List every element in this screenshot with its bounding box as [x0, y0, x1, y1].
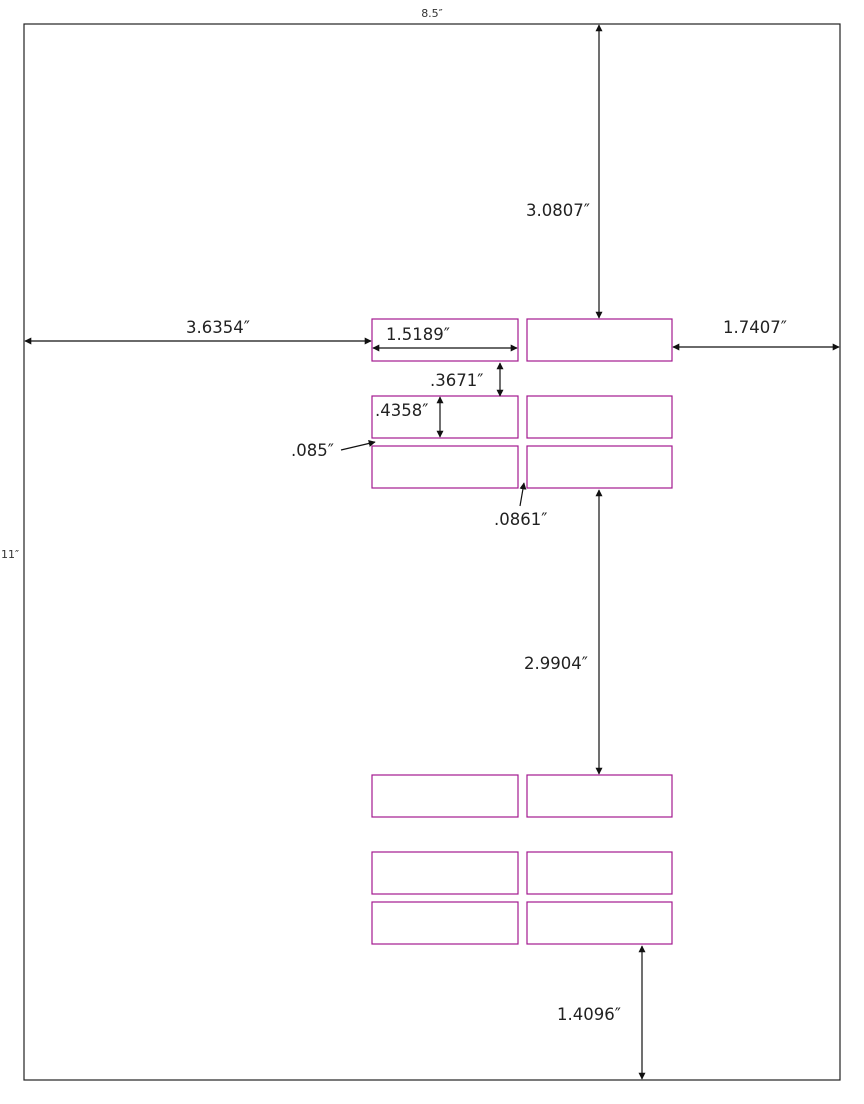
label-r6-c2 — [526, 901, 673, 945]
label-r3-c2 — [526, 445, 673, 489]
label-r1-c2 — [526, 318, 673, 362]
row-gap-label: .3671″ — [430, 371, 483, 390]
top-margin-label: 3.0807″ — [526, 201, 590, 220]
column-gap-arrow — [519, 482, 527, 507]
label-r1-c1 — [371, 318, 519, 362]
sheet-outline — [23, 23, 841, 1081]
label-r4-c1 — [371, 774, 519, 818]
left-margin-label: 3.6354″ — [186, 318, 250, 337]
sheet-height-label: 11″ — [1, 548, 19, 561]
label-width-label: 1.5189″ — [386, 325, 450, 344]
label-height-label: .4358″ — [375, 401, 428, 420]
right-margin-label: 1.7407″ — [723, 318, 787, 337]
label-r5-c1 — [371, 851, 519, 895]
label-r2-c1 — [371, 395, 519, 439]
label-r5-c2 — [526, 851, 673, 895]
label-r2-c2 — [526, 395, 673, 439]
column-gap-label: .0861″ — [494, 510, 547, 529]
label-r3-c1 — [371, 445, 519, 489]
small-row-gap-arrow — [340, 440, 376, 451]
middle-gap-label: 2.9904″ — [524, 654, 588, 673]
bottom-margin-label: 1.4096″ — [557, 1005, 621, 1024]
label-r4-c2 — [526, 774, 673, 818]
label-r6-c1 — [371, 901, 519, 945]
sheet-width-label: 8.5″ — [421, 7, 443, 20]
small-row-gap-label: .085″ — [291, 441, 334, 460]
